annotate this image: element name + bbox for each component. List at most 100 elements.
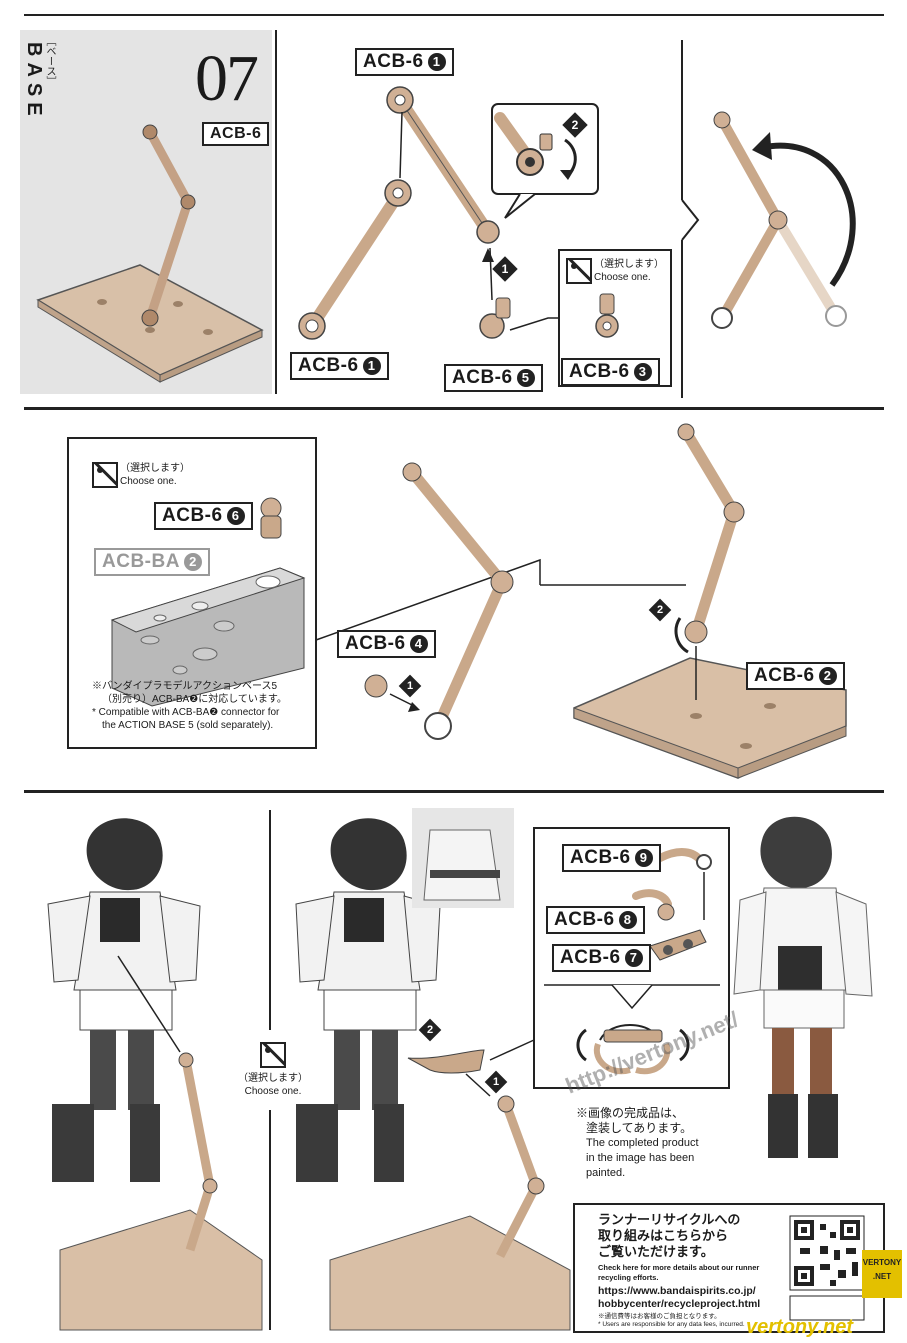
recycle-ja-1: ランナーリサイクルへの [598, 1212, 741, 1227]
painted-note-en-3: painted. [586, 1167, 626, 1179]
painted-note: ※画像の完成品は、 塗装してあります。 The completed produc… [576, 1106, 699, 1181]
watermark-badge-bg [862, 1250, 902, 1298]
recycle-icons [789, 1295, 865, 1321]
section-divider-1 [24, 407, 884, 410]
part-code: ACB-6 [569, 361, 630, 382]
section-divider-2 [24, 790, 884, 793]
choose-one-en: Choose one. [120, 476, 177, 487]
compat-note: ※バンダイプラモデルアクションベース5 （別売り）ACB-BA❷に対応しています… [92, 680, 312, 732]
recycle-text: ランナーリサイクルへの 取り組みはこちらから ご覧いただけます。 Check h… [598, 1212, 788, 1329]
watermark-badge-line2: .NET [872, 1272, 892, 1281]
part-number: 8 [618, 911, 637, 929]
part-code: ACB-6 [554, 909, 615, 930]
action-base-illustration [110, 567, 306, 707]
painted-figure-photo [733, 816, 873, 1158]
part-code: ACB-6 [162, 505, 223, 526]
painted-note-ja-1: ※画像の完成品は、 [576, 1106, 685, 1120]
choose-one-ja: （選択します） [238, 1073, 308, 1084]
top-border [24, 14, 884, 16]
recycle-en-2: recycling efforts. [598, 1273, 659, 1282]
belt-parts-illustration [576, 848, 712, 1075]
recycle-en-1: Check here for more details about our ru… [598, 1263, 760, 1272]
choose-one-icon [92, 462, 118, 488]
step-mark-1c-text: 1 [492, 1076, 500, 1088]
choose-one-2: （選択します） Choose one. [92, 462, 190, 488]
step-mark-1b-text: 1 [406, 680, 414, 692]
part6-illustration [260, 497, 282, 539]
watermark-badge: VERTONY .NET [862, 1256, 902, 1284]
choose-one-en: Choose one. [594, 272, 651, 283]
part-code: ACB-6 [298, 355, 359, 376]
choose-one-icon [566, 258, 592, 284]
part3-illustration [595, 293, 619, 338]
part-number: 4 [409, 635, 428, 653]
step-number: 07 [195, 42, 259, 115]
compat-note-en-1: * Compatible with ACB-BA❷ connector for [92, 707, 280, 718]
recycle-url-2[interactable]: hobbycenter/recycleproject.html [598, 1298, 761, 1310]
watermark-footer: vertony.net [746, 1316, 854, 1338]
part-code: ACB-BA [102, 551, 180, 572]
arm-assembly-2 [364, 462, 514, 740]
part-number: 6 [226, 507, 245, 525]
figure-left-illustration [47, 818, 263, 1331]
step-mark-2b-text: 2 [656, 604, 664, 616]
part-code: ACB-6 [363, 51, 424, 72]
step-mark-2c-text: 2 [426, 1024, 434, 1036]
step-part-code: ACB-6 [202, 122, 270, 146]
choose-one-3: （選択します） Choose one. [238, 1042, 308, 1098]
part-number: 5 [516, 369, 535, 387]
compat-note-ja-2: （別売り）ACB-BA❷に対応しています。 [102, 694, 287, 705]
step-mark-2-text: 2 [571, 118, 579, 132]
section-heading-en: BASE [23, 42, 45, 122]
recycle-ja-3: ご覧いただけます。 [598, 1244, 714, 1259]
rotation-illustration [711, 111, 856, 329]
part-code: ACB-6 [452, 367, 513, 388]
choose-one-icon [260, 1042, 286, 1068]
part-code: ACB-6 [345, 633, 406, 654]
part-number: 9 [634, 849, 653, 867]
arm-assembly-illustration [298, 86, 511, 340]
recycle-ja-2: 取り組みはこちらから [598, 1228, 729, 1243]
section-heading-ja: ［ベース］ [44, 36, 55, 86]
compat-note-ja-1: ※バンダイプラモデルアクションベース5 [92, 681, 278, 692]
choose-one-1: （選択します） Choose one. [566, 258, 664, 284]
part-number: 1 [427, 53, 446, 71]
stand-assembled-2 [573, 423, 847, 779]
painted-note-en-1: The completed product [586, 1137, 699, 1149]
step-mark-1-text: 1 [501, 262, 509, 276]
choose-one-en: Choose one. [244, 1086, 302, 1097]
recycle-fine-1: ※通信費等はお客様のご負担となります。 [598, 1313, 721, 1320]
part-code: ACB-6 [570, 847, 631, 868]
zoom-inset-illustration [494, 112, 577, 180]
qr-code-image [789, 1215, 865, 1291]
part-number: 2 [183, 553, 202, 571]
preview-base-illustration [36, 124, 264, 383]
choose-one-ja: （選択します） [594, 259, 664, 270]
part-number: 7 [624, 949, 643, 967]
painted-note-ja-2: 塗装してあります。 [586, 1121, 693, 1135]
part-number: 3 [633, 363, 652, 381]
part-number: 2 [818, 667, 837, 685]
compat-note-en-2: the ACTION BASE 5 (sold separately). [102, 720, 274, 731]
figure-middle-illustration [295, 818, 571, 1331]
painted-note-en-2: in the image has been [586, 1152, 695, 1164]
recycle-fine-2: * Users are responsible for any data fee… [598, 1321, 745, 1328]
part-code: ACB-6 [754, 665, 815, 686]
recycle-url-1[interactable]: https://www.bandaispirits.co.jp/ [598, 1285, 756, 1297]
section-heading: ［ベース］ BASE [22, 36, 55, 136]
part-number: 1 [362, 357, 381, 375]
part-code: ACB-6 [560, 947, 621, 968]
choose-one-ja: （選択します） [120, 463, 190, 474]
watermark-badge-line1: VERTONY [862, 1258, 902, 1267]
